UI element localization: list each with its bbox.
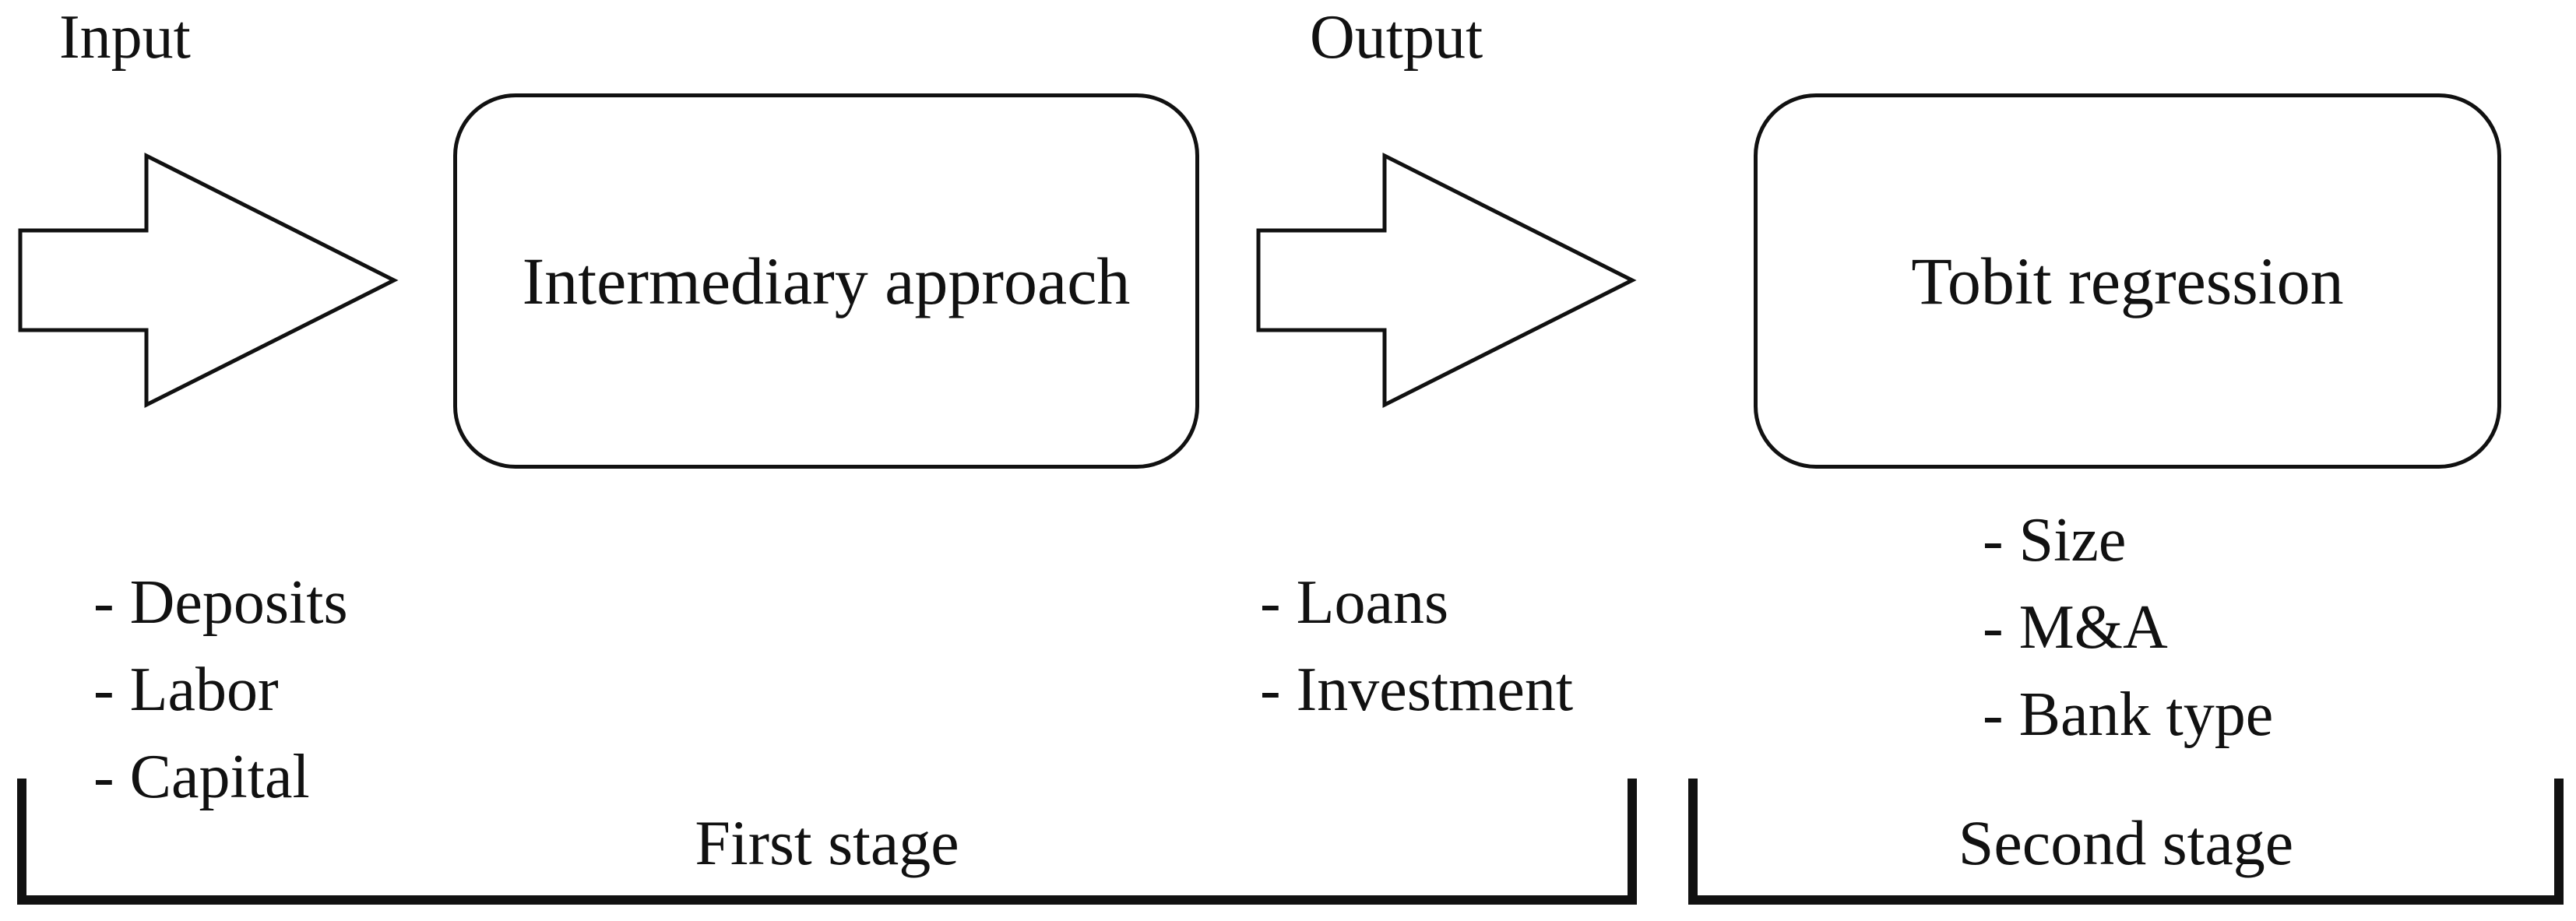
list-item: Size	[1983, 497, 2273, 584]
list-item: Investment	[1260, 646, 1573, 733]
first-stage-label: First stage	[695, 807, 959, 878]
intermediary-approach-box: Intermediary approach	[453, 93, 1199, 469]
output-list: Loans Investment	[1260, 559, 1573, 733]
output-arrow-icon	[1256, 152, 1637, 409]
second-stage-variable-list: Size M&A Bank type	[1983, 497, 2274, 758]
list-item: Labor	[93, 646, 348, 733]
second-stage-label: Second stage	[1958, 807, 2294, 878]
list-item: Loans	[1260, 559, 1573, 646]
second-stage-bracket	[1688, 779, 2564, 905]
input-list: Deposits Labor Capital	[93, 559, 348, 821]
tobit-regression-box: Tobit regression	[1754, 93, 2501, 469]
input-arrow-icon	[18, 152, 399, 409]
intermediary-approach-text: Intermediary approach	[522, 244, 1131, 318]
input-label: Input	[59, 3, 191, 72]
first-stage-bracket	[17, 779, 1637, 905]
output-label: Output	[1310, 3, 1483, 72]
tobit-regression-text: Tobit regression	[1911, 244, 2344, 318]
list-item: Deposits	[93, 559, 348, 646]
list-item: Capital	[93, 733, 348, 821]
list-item: M&A	[1983, 584, 2273, 671]
list-item: Bank type	[1983, 671, 2274, 758]
